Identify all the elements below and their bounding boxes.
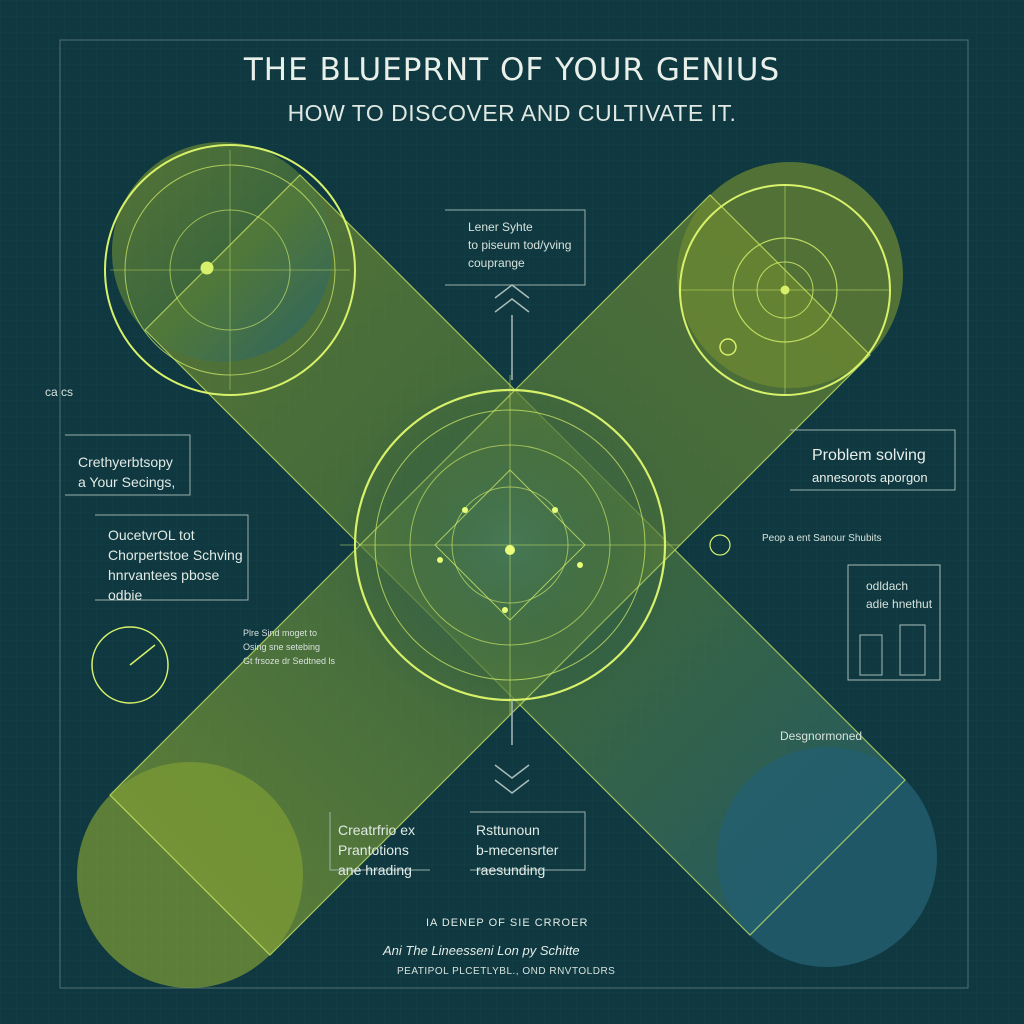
label-connectors (65, 209, 956, 871)
label-top-center: Lener Syhte to piseum tod/yving couprang… (468, 218, 571, 272)
label-left-upper: Crethyerbtsopy a Your Secings, (78, 452, 175, 492)
label-line: Chorpertstoe Schving (108, 547, 243, 563)
label-line: ane hrading (338, 862, 412, 878)
label-top-left-tag: ca cs (45, 385, 74, 399)
label-right-small: Peop a ent Sanour Shubits (762, 533, 882, 544)
gear-icon (104, 144, 356, 396)
target-icon (679, 184, 891, 396)
page-subtitle: HOW TO DISCOVER AND CULTIVATE IT. (287, 100, 737, 126)
label-line: Osing sne setebing (243, 642, 321, 652)
label-line: Prantotions (338, 842, 409, 858)
label-line: to piseum tod/yving (468, 238, 572, 252)
label-right-box: odldach adie hnethut (866, 577, 932, 613)
footer-line-1: IA DENEP OF SIE CRROER (426, 917, 589, 929)
gauge-icon (91, 626, 169, 704)
label-line: annesorots aporgon (812, 470, 928, 485)
label-line: hnrvantees pbose (108, 567, 220, 583)
frame-border (59, 39, 969, 989)
label-line: a Your Secings, (78, 474, 176, 490)
label-right-upper: Problem solving annesorots aporgon (812, 445, 928, 489)
label-line: raesunding (476, 862, 546, 878)
label-line: Gt frsoze dr Sedtned ls (243, 656, 336, 666)
right-diagram-box (847, 564, 941, 681)
label-line: odbie (108, 587, 143, 603)
label-line: Rsttunoun (476, 822, 540, 838)
label-line: Lener Syhte (468, 220, 533, 234)
label-line: odldach (866, 579, 909, 593)
label-center-left-small: Plre Sind moget to Osing sne setebing Gt… (243, 626, 335, 668)
page-title: THE BLUEPRNT OF YOUR GENIUS (243, 52, 781, 88)
label-line: Problem solving (812, 447, 926, 464)
footer-line-2: Ani The Lineesseni Lon py Schitte (383, 943, 580, 958)
label-line: Crethyerbtsopy (78, 454, 173, 470)
compass-icon (335, 370, 685, 720)
label-line: b-mecensrter (476, 842, 559, 858)
label-line: Plre Sind moget to (243, 628, 318, 638)
node-marker (709, 534, 731, 556)
label-bottom-left-center: Creatrfrio ex Prantotions ane hrading (338, 820, 415, 880)
label-line: Creatrfrio ex (338, 822, 416, 838)
label-line: couprange (468, 256, 525, 270)
chevron-down-icon (494, 700, 530, 794)
label-bottom-right-center: Rsttunoun b-mecensrter raesunding (476, 820, 558, 880)
label-right-lower: Desgnormoned (780, 729, 863, 743)
label-left-mid: OucetvrOL tot Chorpertstoe Schving hnrva… (108, 525, 243, 605)
label-line: OucetvrOL tot (108, 527, 195, 543)
label-line: adie hnethut (866, 597, 933, 611)
footer-line-3: PEATIPOL PLCETLYBL., OND RNVTOLDRS (397, 966, 616, 977)
